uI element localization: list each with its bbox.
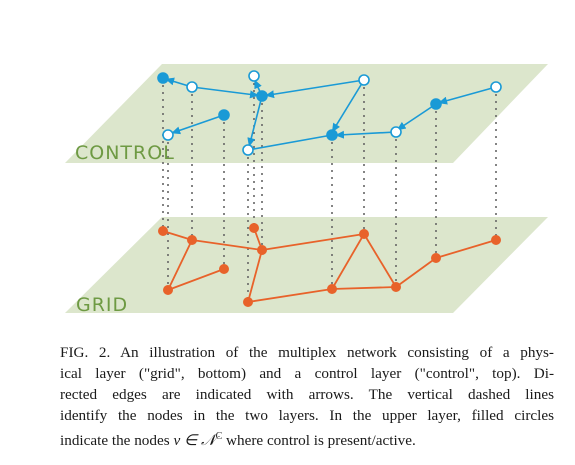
control-layer-plane xyxy=(65,64,548,163)
caption-line-last: indicate the nodes v ∈ 𝒩C where control … xyxy=(60,426,554,451)
grid-layer-plane xyxy=(65,217,548,313)
caption-math-superscript: C xyxy=(215,431,223,442)
caption-line: ical layer ("grid", bottom) and a contro… xyxy=(60,365,554,382)
control-layer-label: CONTROL xyxy=(75,142,175,164)
grid-node xyxy=(187,235,197,245)
control-node-active xyxy=(157,72,169,84)
grid-node xyxy=(163,285,173,295)
grid-node xyxy=(219,264,229,274)
caption-line: rected edges are indicated with arrows. … xyxy=(60,386,554,403)
grid-layer-nodes xyxy=(158,223,501,307)
grid-layer-edges xyxy=(162,227,497,303)
control-node-inactive xyxy=(242,144,254,156)
grid-layer-label: GRID xyxy=(76,294,129,316)
grid-node xyxy=(491,235,501,245)
control-node-inactive xyxy=(390,126,402,138)
grid-node xyxy=(327,284,337,294)
grid-node xyxy=(359,229,369,239)
caption-line: identify the nodes in the two layers. In… xyxy=(60,407,554,424)
control-node-inactive xyxy=(358,74,370,86)
control-node-inactive xyxy=(186,81,198,93)
control-node-inactive xyxy=(162,129,174,141)
control-node-inactive xyxy=(490,81,502,93)
caption-line: FIG. 2. An illustration of the multiplex… xyxy=(60,344,554,361)
grid-node xyxy=(249,223,259,233)
grid-node xyxy=(391,282,401,292)
multiplex-network-figure xyxy=(65,64,548,313)
figure-caption: FIG. 2. An illustration of the multiplex… xyxy=(60,342,554,451)
caption-last-prefix: indicate the nodes xyxy=(60,432,174,450)
grid-node xyxy=(431,253,441,263)
control-node-active xyxy=(256,90,268,102)
caption-math-symbol: v ∈ 𝒩 xyxy=(173,432,216,450)
control-layer-nodes xyxy=(157,70,502,156)
control-node-inactive xyxy=(248,70,260,82)
control-node-active xyxy=(430,98,442,110)
caption-last-suffix: where control is present/active. xyxy=(222,432,416,450)
grid-node xyxy=(243,297,253,307)
interlayer-dashed-links xyxy=(162,76,497,302)
control-node-active xyxy=(326,129,338,141)
grid-node xyxy=(158,226,168,236)
control-node-active xyxy=(218,109,230,121)
grid-node xyxy=(257,245,267,255)
